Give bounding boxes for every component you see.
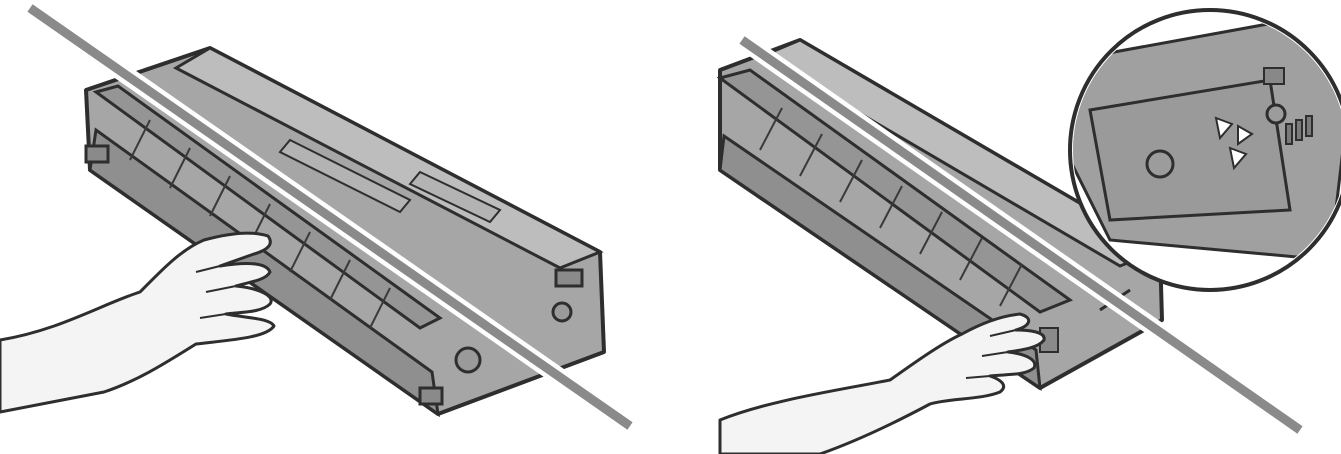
attention-arrows-icon (1214, 116, 1254, 171)
cartridge-ribs-right (759, 107, 1023, 307)
gear-small-icon (1265, 103, 1287, 125)
prohibited-slash-left (27, 4, 633, 430)
gear-end-zoom-callout (1068, 8, 1341, 312)
hand-right (718, 312, 1046, 454)
gear-icon (1145, 149, 1175, 179)
left-illustration (0, 0, 636, 434)
toner-cartridge-right (716, 38, 1164, 392)
hand-left (0, 231, 276, 414)
prohibited-slash-right (739, 36, 1303, 434)
panel-right-do-not-touch-gear-end (690, 0, 1341, 454)
panel-left-do-not-touch-roller (0, 0, 660, 454)
right-illustration (716, 8, 1341, 454)
